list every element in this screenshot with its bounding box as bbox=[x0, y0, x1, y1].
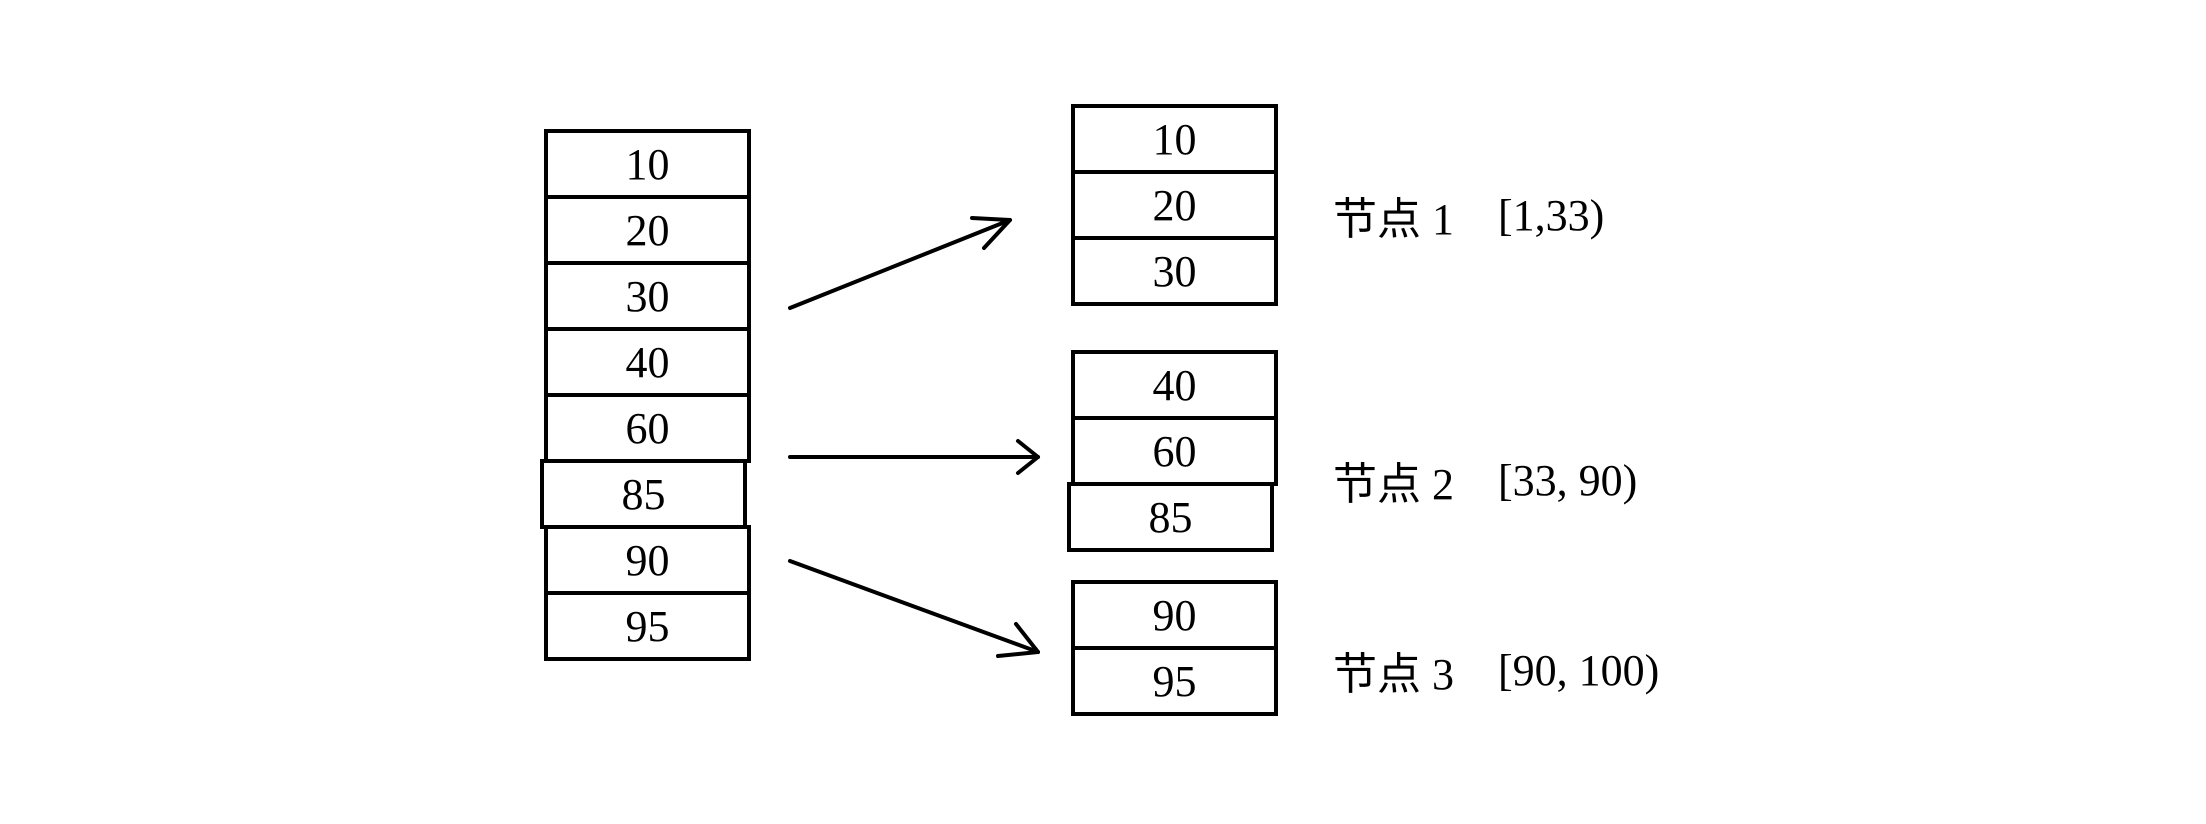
source-list: 10 20 30 40 60 85 90 95 bbox=[540, 129, 751, 661]
source-cell: 85 bbox=[540, 459, 747, 529]
source-cell: 40 bbox=[544, 327, 751, 397]
node-3-cell: 95 bbox=[1071, 646, 1278, 716]
node-3-range: [90, 100) bbox=[1498, 645, 1660, 695]
arrow-to-node-1 bbox=[788, 216, 1012, 310]
node-1-name: 节点 1 bbox=[1333, 195, 1454, 244]
node-2-list: 40 60 85 bbox=[1067, 350, 1278, 552]
node-3-list: 90 95 bbox=[1071, 580, 1278, 716]
node-3-label: 节点 3 [90, 100) bbox=[1333, 638, 1659, 702]
node-2-range: [33, 90) bbox=[1498, 455, 1638, 505]
node-2-cell: 40 bbox=[1071, 350, 1278, 420]
node-1-range: [1,33) bbox=[1498, 190, 1605, 240]
node-2-cell: 60 bbox=[1071, 416, 1278, 486]
source-cell: 10 bbox=[544, 129, 751, 199]
node-2-label: 节点 2 [33, 90) bbox=[1333, 448, 1637, 512]
node-2-name: 节点 2 bbox=[1333, 460, 1454, 509]
node-3-cell: 90 bbox=[1071, 580, 1278, 650]
source-cell: 30 bbox=[544, 261, 751, 331]
source-cell: 95 bbox=[544, 591, 751, 661]
node-2-cell: 85 bbox=[1067, 482, 1274, 552]
node-1-cell: 10 bbox=[1071, 104, 1278, 174]
node-1-label: 节点 1 [1,33) bbox=[1333, 183, 1604, 247]
arrow-to-node-2 bbox=[788, 439, 1040, 475]
node-3-name: 节点 3 bbox=[1333, 650, 1454, 699]
node-1-cell: 20 bbox=[1071, 170, 1278, 240]
node-1-cell: 30 bbox=[1071, 236, 1278, 306]
node-1-list: 10 20 30 bbox=[1071, 104, 1278, 306]
source-cell: 60 bbox=[544, 393, 751, 463]
arrow-to-node-3 bbox=[788, 559, 1040, 658]
